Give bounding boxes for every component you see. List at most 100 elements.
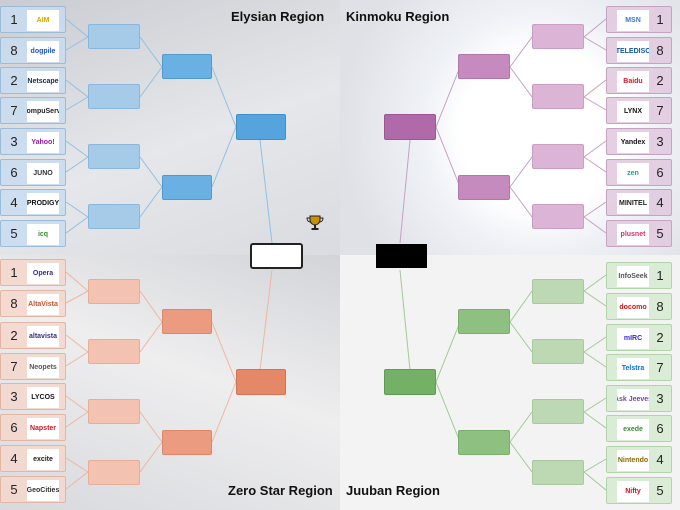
region-final-slot[interactable] xyxy=(384,114,436,140)
round2-slot[interactable] xyxy=(532,339,584,364)
round3-slot[interactable] xyxy=(162,309,212,334)
round3-slot[interactable] xyxy=(162,54,212,79)
seed-entry[interactable]: 7 Telstra xyxy=(606,354,672,381)
team-logo: Yandex xyxy=(617,132,649,153)
seed-number: 3 xyxy=(10,389,18,404)
seed-entry[interactable]: 2 altavista xyxy=(0,322,66,349)
seed-number: 5 xyxy=(656,226,664,241)
team-logo: Ask Jeeves xyxy=(617,389,649,410)
seed-entry[interactable]: 8 docomo xyxy=(606,293,672,320)
round2-slot[interactable] xyxy=(88,204,140,229)
region-final-slot[interactable] xyxy=(236,369,286,395)
round3-slot[interactable] xyxy=(458,54,510,79)
seed-entry[interactable]: 3 Ask Jeeves xyxy=(606,385,672,412)
team-logo: GeoCities xyxy=(27,480,59,501)
round3-slot[interactable] xyxy=(162,430,212,455)
round2-slot[interactable] xyxy=(532,144,584,169)
finalist-slot-left[interactable] xyxy=(250,243,303,269)
round3-slot[interactable] xyxy=(458,175,510,200)
seed-entry[interactable]: 5 icq xyxy=(0,220,66,247)
round2-slot[interactable] xyxy=(88,399,140,424)
seed-number: 7 xyxy=(10,103,18,118)
team-logo: JUNO xyxy=(27,163,59,184)
seed-number: 8 xyxy=(10,296,18,311)
round2-slot[interactable] xyxy=(88,84,140,109)
round2-slot[interactable] xyxy=(532,460,584,485)
team-logo: Telstra xyxy=(617,358,649,379)
seed-number: 3 xyxy=(656,391,664,406)
seed-number: 2 xyxy=(656,73,664,88)
seed-entry[interactable]: 3 LYCOS xyxy=(0,383,66,410)
trophy-icon xyxy=(306,215,324,230)
seed-number: 4 xyxy=(10,451,18,466)
seed-entry[interactable]: 7CompuServe xyxy=(0,97,66,124)
seed-number: 5 xyxy=(656,483,664,498)
round2-slot[interactable] xyxy=(88,24,140,49)
team-logo: LYCOS xyxy=(27,387,59,408)
round2-slot[interactable] xyxy=(532,24,584,49)
round2-slot[interactable] xyxy=(532,204,584,229)
region-final-slot[interactable] xyxy=(236,114,286,140)
round2-slot[interactable] xyxy=(88,339,140,364)
seed-number: 5 xyxy=(10,226,18,241)
round2-slot[interactable] xyxy=(532,84,584,109)
team-logo: Netscape xyxy=(27,71,59,92)
team-logo: Yahoo! xyxy=(27,132,59,153)
round2-slot[interactable] xyxy=(88,279,140,304)
round2-slot[interactable] xyxy=(88,460,140,485)
team-logo: dogpile xyxy=(27,41,59,62)
team-logo: Nintendo xyxy=(617,450,649,471)
seed-number: 7 xyxy=(656,360,664,375)
round2-slot[interactable] xyxy=(88,144,140,169)
team-logo: Nifty xyxy=(617,481,649,502)
region-title-kinmoku: Kinmoku Region xyxy=(346,9,450,24)
round2-slot[interactable] xyxy=(532,399,584,424)
team-logo: altavista xyxy=(27,326,59,347)
round3-slot[interactable] xyxy=(458,309,510,334)
seed-number: 6 xyxy=(10,165,18,180)
round3-slot[interactable] xyxy=(458,430,510,455)
seed-number: 1 xyxy=(10,12,18,27)
seed-entry[interactable]: 6 JUNO xyxy=(0,159,66,186)
finalist-slot-right[interactable] xyxy=(376,244,427,268)
team-logo: InfoSeek xyxy=(617,266,649,287)
seed-number: 1 xyxy=(656,268,664,283)
team-logo: icq xyxy=(27,224,59,245)
seed-number: 8 xyxy=(656,299,664,314)
seed-entry[interactable]: 1 InfoSeek xyxy=(606,262,672,289)
team-logo: docomo xyxy=(617,297,649,318)
team-logo: mIRC xyxy=(617,328,649,349)
round3-slot[interactable] xyxy=(162,175,212,200)
seed-entry[interactable]: 5 Nifty xyxy=(606,477,672,504)
seed-number: 2 xyxy=(10,328,18,343)
seed-number: 1 xyxy=(656,12,664,27)
seed-number: 8 xyxy=(656,43,664,58)
region-final-slot[interactable] xyxy=(384,369,436,395)
round2-slot[interactable] xyxy=(532,279,584,304)
seed-number: 4 xyxy=(656,195,664,210)
seed-number: 7 xyxy=(656,103,664,118)
